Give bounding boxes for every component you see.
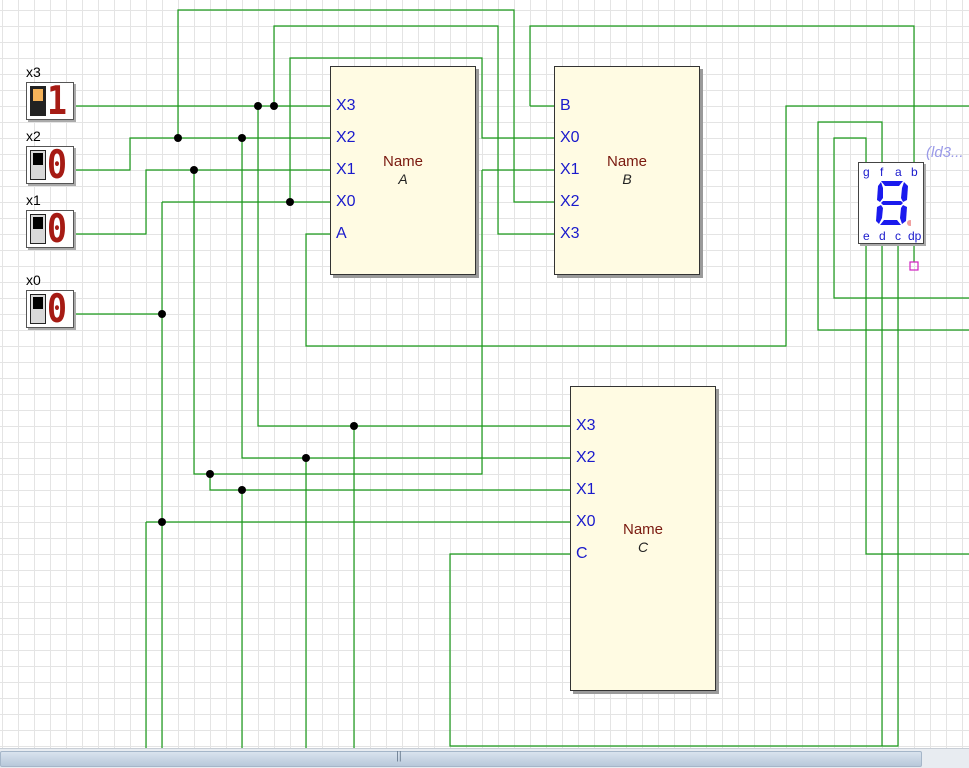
segment-dp: [907, 220, 911, 226]
segment-pin-label: f: [880, 165, 884, 179]
block-a[interactable]: X3 X2 X1 X0 A Name A: [330, 66, 476, 275]
pin-label: X0: [560, 129, 580, 146]
pin-label: X1: [560, 161, 580, 178]
block-instance: A: [398, 171, 408, 187]
horizontal-scrollbar[interactable]: ||: [0, 748, 969, 768]
block-instance: B: [622, 171, 632, 187]
segment-pin-label: b: [911, 165, 918, 179]
pin-label: X2: [560, 193, 580, 210]
wire: [76, 137, 330, 171]
junction: [206, 470, 214, 478]
wire: [305, 105, 969, 347]
segment-pin-label: d: [879, 229, 886, 243]
pin-label: X0: [336, 193, 356, 210]
junction: [286, 198, 294, 206]
junction: [174, 134, 182, 142]
pin-label: X0: [576, 513, 596, 530]
switch-track: [30, 86, 46, 116]
block-name: Name: [382, 153, 423, 170]
segment-pin-label: dp: [908, 229, 922, 243]
switch-value: 0: [47, 143, 67, 188]
seven-segment-display[interactable]: g f a b e d c dp: [858, 162, 924, 244]
switch-x0[interactable]: 0: [26, 287, 74, 332]
pin-label: X3: [560, 225, 580, 242]
pin-label: B: [560, 97, 571, 114]
junction: [270, 102, 278, 110]
switch-knob: [33, 297, 43, 309]
wire: [817, 121, 969, 331]
wire-group: [76, 9, 969, 748]
segment-e: [876, 205, 883, 224]
switch-value: 0: [47, 287, 67, 332]
block-c[interactable]: X3 X2 X1 X0 C Name C: [570, 386, 716, 691]
switch-value: 0: [47, 207, 67, 252]
wire: [177, 9, 554, 203]
segment-f: [877, 182, 883, 202]
switch-knob: [33, 153, 43, 165]
segment-pin-label: g: [863, 165, 870, 179]
block-instance: C: [637, 539, 649, 555]
switch-x2[interactable]: 0: [26, 143, 74, 188]
segment-d: [880, 220, 901, 225]
junction: [350, 422, 358, 430]
scrollbar-thumb[interactable]: ||: [0, 750, 922, 767]
junction: [254, 102, 262, 110]
switch-value: 1: [47, 79, 67, 124]
wire: [273, 25, 554, 235]
segment-pin-label: c: [895, 229, 901, 243]
segment-c: [900, 205, 907, 224]
segment-a: [881, 181, 903, 186]
block-name: Name: [622, 521, 663, 538]
pin-label: X2: [576, 449, 596, 466]
switch-track: [30, 214, 46, 244]
segment-pin-label: a: [895, 165, 902, 179]
segment-b: [901, 182, 908, 202]
pin-label: X3: [576, 417, 596, 434]
junction: [302, 454, 310, 462]
wire: [193, 170, 483, 475]
junction: [158, 310, 166, 318]
switch-label-x2: x2: [26, 128, 41, 144]
switch-knob: [33, 217, 43, 229]
switch-label-x1: x1: [26, 192, 41, 208]
wire: [529, 25, 915, 162]
wire: [449, 244, 899, 747]
switch-knob: [33, 89, 43, 101]
switch-track: [30, 150, 46, 180]
grip-icon: ||: [396, 750, 402, 762]
wire: [289, 57, 554, 202]
junction: [190, 166, 198, 174]
digit-segments-icon: [876, 181, 911, 226]
switch-x3[interactable]: 1: [26, 79, 74, 124]
pin-label: C: [576, 545, 588, 562]
segment-g: [881, 201, 903, 205]
pin-label: X2: [336, 129, 356, 146]
switch-x1[interactable]: 0: [26, 207, 74, 252]
switch-label-x0: x0: [26, 272, 41, 288]
pin-label: A: [336, 225, 347, 242]
segment-pin-label: e: [863, 229, 870, 243]
block-name: Name: [606, 153, 647, 170]
wire-layer: [76, 9, 969, 748]
wire: [241, 138, 570, 459]
wire: [76, 169, 330, 235]
junction-group: [158, 102, 358, 526]
switch-track: [30, 294, 46, 324]
wire: [257, 106, 570, 427]
circuit-canvas[interactable]: x3 1 x2 0 x1 0 x0 0 X3 X2 X1 X0 A Name A…: [0, 0, 969, 748]
wire: [833, 137, 969, 299]
junction: [158, 518, 166, 526]
switch-label-x3: x3: [26, 64, 41, 80]
pin-label: X1: [336, 161, 356, 178]
pin-label: X3: [336, 97, 356, 114]
dp-probe: [909, 261, 919, 271]
wire: [209, 474, 570, 491]
wire: [865, 244, 969, 555]
block-b[interactable]: B X0 X1 X2 X3 Name B: [554, 66, 700, 275]
pin-label: X1: [576, 481, 596, 498]
junction: [238, 486, 246, 494]
junction: [238, 134, 246, 142]
display-label: (ld3...: [926, 144, 964, 161]
